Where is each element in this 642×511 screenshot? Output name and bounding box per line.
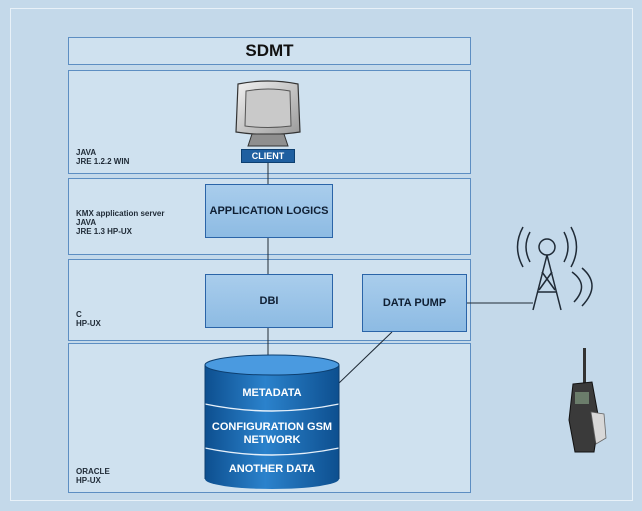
layer-title <box>68 37 471 65</box>
diagram-title: SDMT <box>245 41 294 60</box>
database-cylinder: METADATA CONFIGURATION GSM NETWORK ANOTH… <box>204 354 340 489</box>
data-pump-box: DATA PUMP <box>362 274 467 332</box>
db-segment-metadata: METADATA <box>242 387 301 399</box>
antenna-tower-icon <box>516 226 593 311</box>
layer-db-label: ORACLE HP-UX <box>76 467 110 485</box>
db-segment-config-line1: CONFIGURATION GSM <box>212 421 332 433</box>
db-segment-config-line2: NETWORK <box>244 434 301 446</box>
layer-client-label: JAVA JRE 1.2.2 WIN <box>76 148 130 166</box>
monitor-icon <box>235 80 301 147</box>
connector-pump-db <box>337 331 393 385</box>
client-label: CLIENT <box>241 149 295 163</box>
layer-app-label: KMX application server JAVA JRE 1.3 HP-U… <box>76 209 165 236</box>
db-segment-another: ANOTHER DATA <box>229 463 315 475</box>
application-logics-box: APPLICATION LOGICS <box>205 184 333 238</box>
layer-dbi-label: C HP-UX <box>76 310 101 328</box>
outer-frame <box>10 8 633 501</box>
dbi-box: DBI <box>205 274 333 328</box>
mobile-phone-icon <box>568 348 607 453</box>
